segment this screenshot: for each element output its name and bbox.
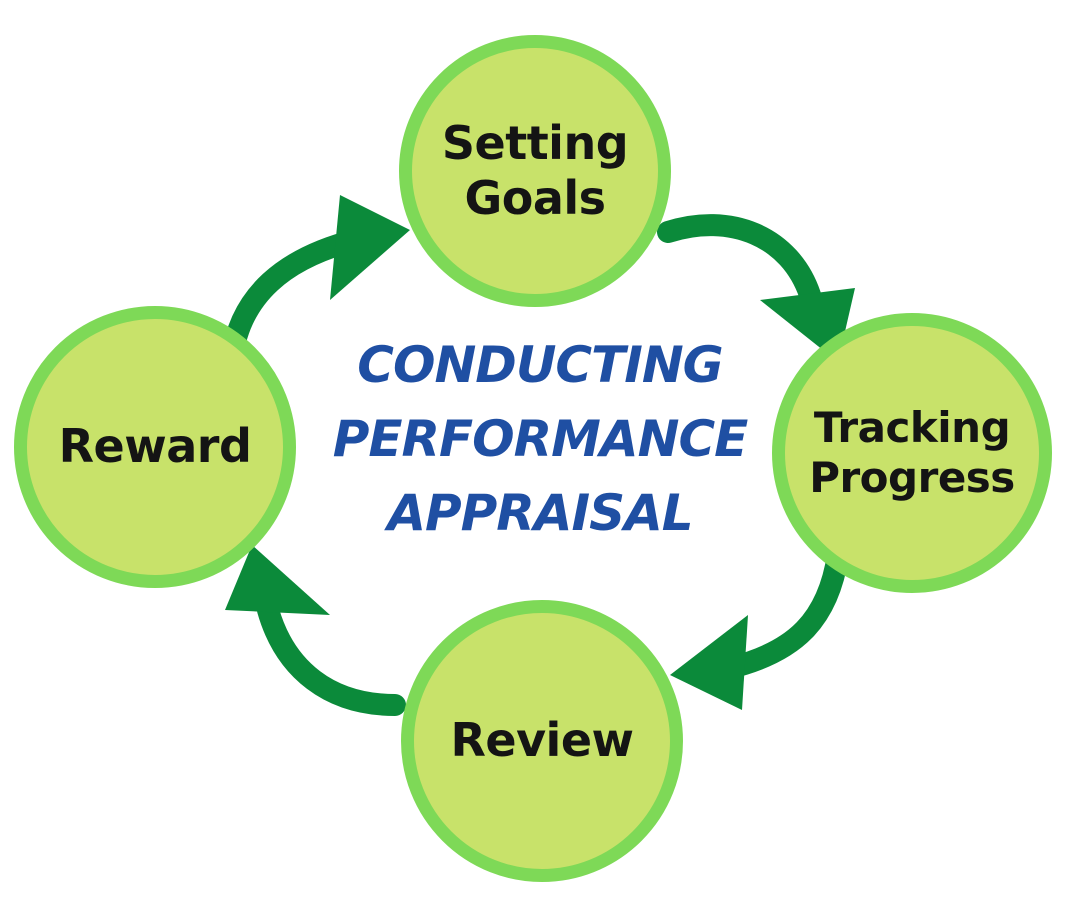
node-setting-goals: Setting Goals (399, 35, 671, 307)
node-tracking-progress: Tracking Progress (772, 313, 1052, 593)
node-label-setting-goals: Setting Goals (441, 115, 629, 225)
node-reward: Reward (14, 306, 296, 588)
node-label-tracking-progress: Tracking Progress (809, 402, 1015, 502)
node-label-reward: Reward (58, 419, 252, 474)
diagram-center-title: CONDUCTING PERFORMANCE APPRAISAL (332, 336, 749, 542)
node-review: Review (401, 600, 683, 882)
node-label-review: Review (450, 713, 634, 768)
arrow-tracking-progress-to-review (670, 544, 849, 710)
arrow-review-to-reward (225, 545, 406, 716)
